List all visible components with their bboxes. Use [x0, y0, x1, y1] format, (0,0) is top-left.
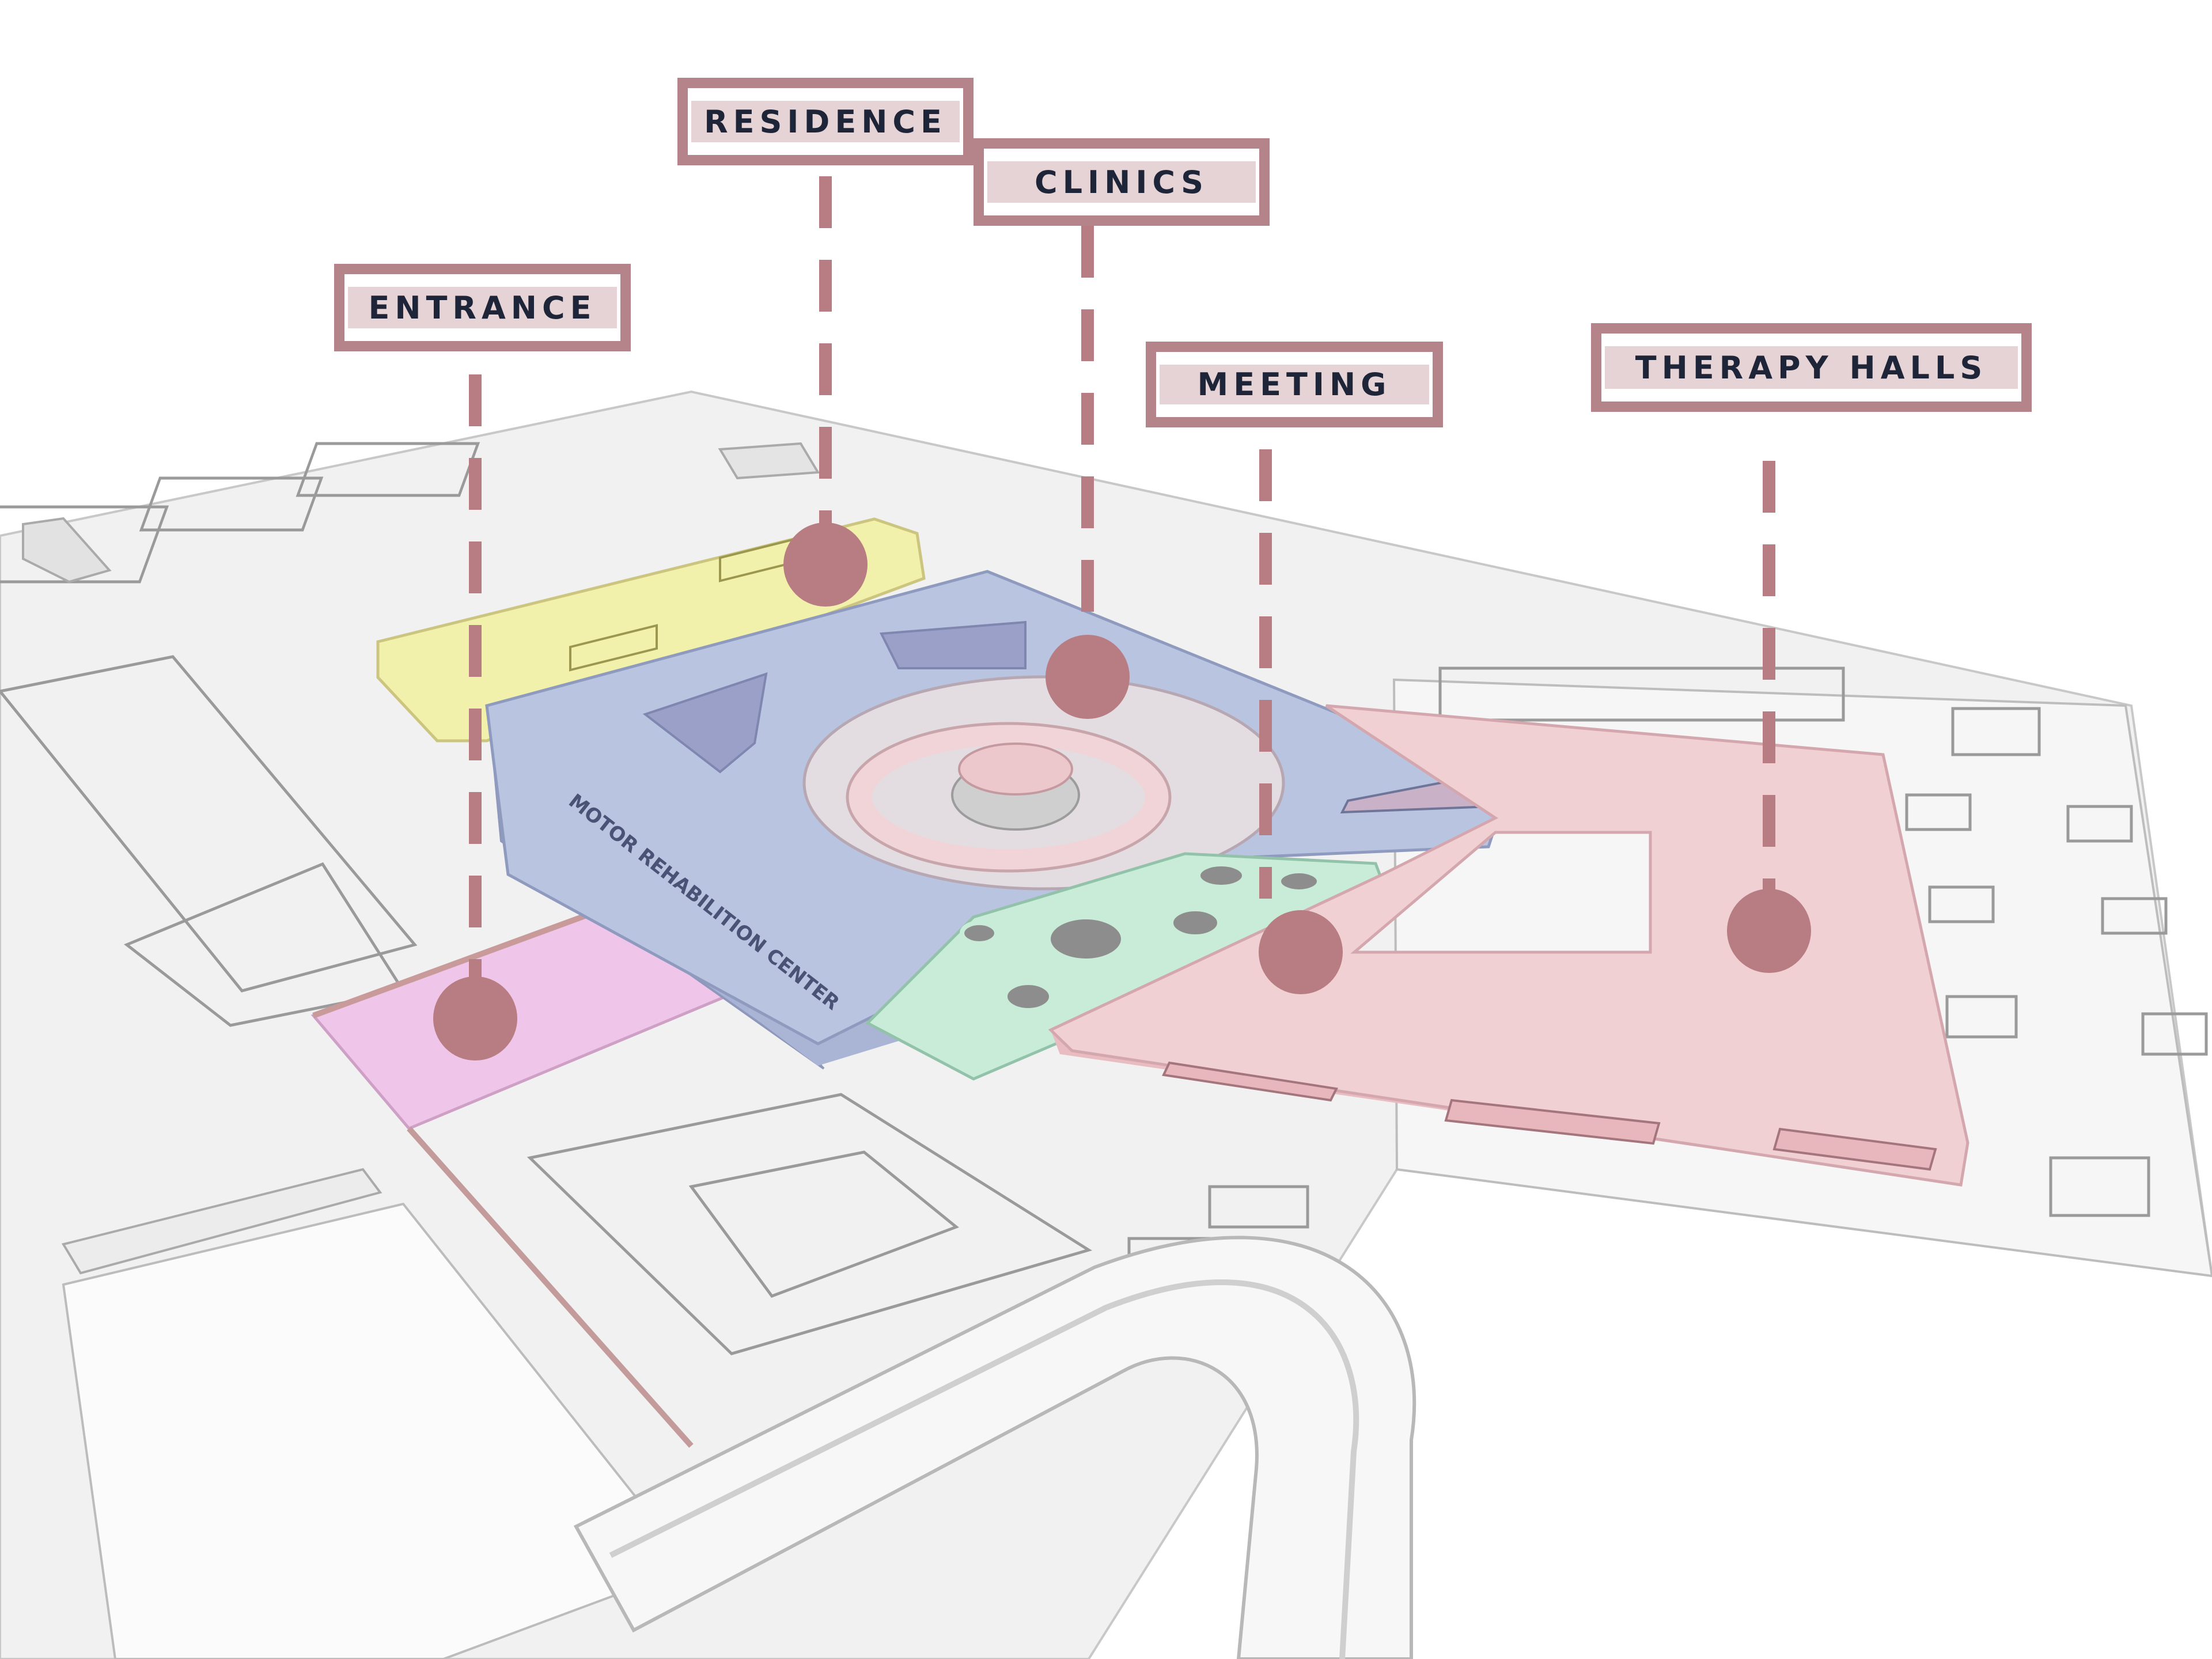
label-residence-text: RESIDENCE [704, 103, 947, 140]
site-building-block [22, 517, 112, 584]
entrance-walkway [407, 1126, 694, 1448]
entrance-marker [433, 976, 517, 1060]
clinics-skylight [879, 620, 1027, 669]
therapy-marker [1727, 889, 1811, 973]
curved-track-structure [573, 1236, 1416, 1659]
courtyard-ring-edge [846, 722, 1172, 873]
clinics-marker [1046, 635, 1130, 719]
clinics-skylight [642, 672, 768, 774]
residence-marker [783, 522, 868, 607]
label-entrance-text: ENTRANCE [368, 289, 597, 326]
label-meeting-text: MEETING [1197, 366, 1392, 403]
label-clinics-text: CLINICS [1035, 164, 1209, 200]
entrance-bridge-rail [312, 900, 622, 1018]
meeting-zone [865, 852, 1385, 1081]
label-residence: RESIDENCE [677, 78, 974, 165]
curved-track-inner [609, 1279, 1359, 1659]
site-building-block [718, 442, 820, 480]
clinics-front-face [749, 987, 931, 1066]
label-meeting: MEETING [1146, 342, 1443, 427]
therapy-windows [1162, 1061, 1937, 1171]
site-building-block [62, 1202, 694, 1659]
courtyard-ring [849, 722, 1168, 872]
meeting-marker [1259, 910, 1343, 994]
label-clinics: CLINICS [974, 138, 1270, 226]
meeting-skylights [960, 862, 1321, 1013]
courtyard-core-top [958, 743, 1073, 796]
zone-markers [433, 522, 1811, 1060]
therapy-halls-zone [1048, 704, 1969, 1187]
label-entrance: ENTRANCE [334, 264, 631, 351]
leader-lines [469, 176, 1775, 1018]
site-building-block [61, 1168, 382, 1275]
label-therapy-halls: THERAPY HALLS [1591, 323, 2032, 412]
label-therapy-halls-text: THERAPY HALLS [1635, 349, 1988, 386]
